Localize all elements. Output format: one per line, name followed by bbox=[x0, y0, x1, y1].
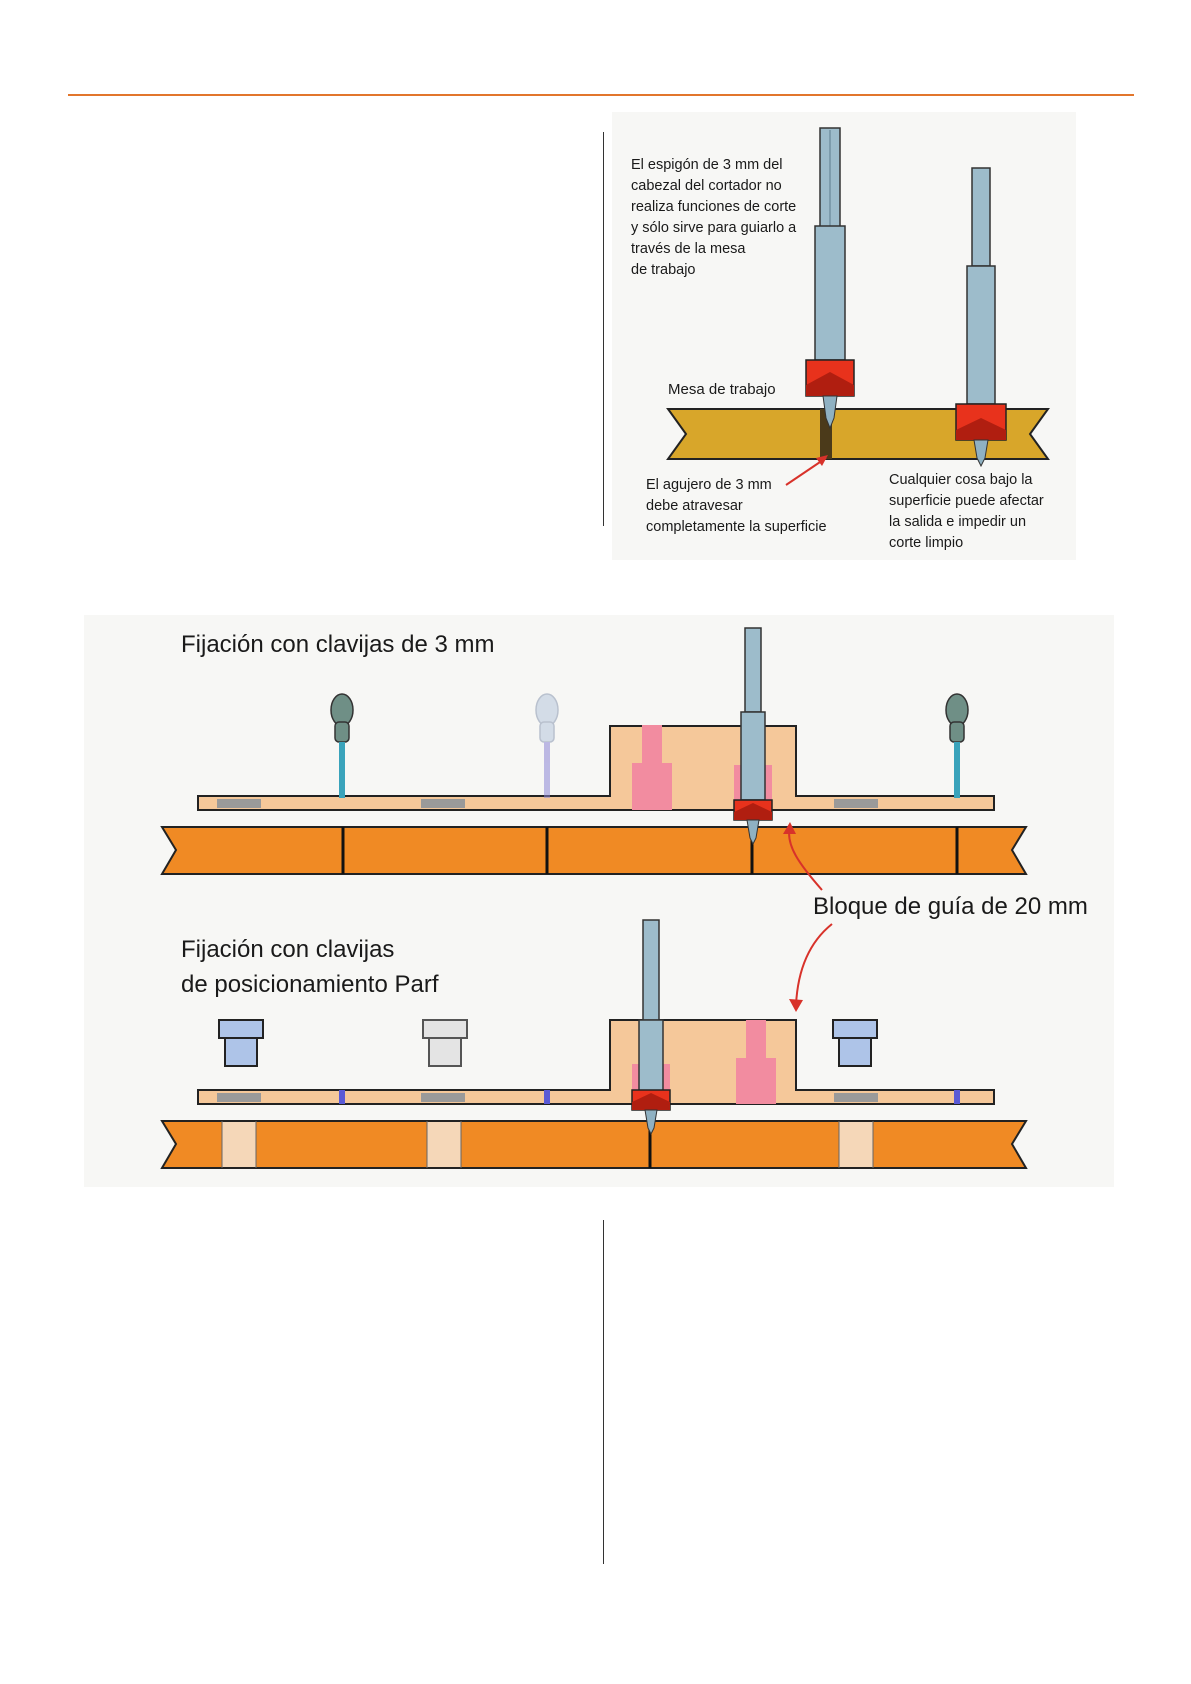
note-hole-line: debe atravesar bbox=[646, 498, 743, 514]
note-spigot-line: realiza funciones de corte bbox=[631, 199, 796, 215]
note-spigot-line: y sólo sirve para guiarlo a bbox=[631, 220, 797, 236]
parf-dog-a bbox=[218, 1019, 264, 1067]
title-pins: Fijación con clavijas de 3 mm bbox=[181, 631, 494, 658]
column-divider-bottom bbox=[603, 1220, 604, 1564]
workbench-board bbox=[666, 408, 1050, 460]
note-spigot: El espigón de 3 mm del cabezal del corta… bbox=[631, 157, 800, 278]
note-below-line: la salida e impedir un bbox=[889, 514, 1026, 530]
parf-dog-b bbox=[422, 1019, 468, 1067]
parf-dog-c bbox=[832, 1019, 878, 1067]
label-table: Mesa de trabajo bbox=[668, 381, 776, 398]
cutter-upper bbox=[733, 627, 773, 846]
pin-3mm-c bbox=[945, 693, 969, 798]
title-parf-line: de posicionamiento Parf bbox=[181, 971, 439, 998]
header-rule bbox=[68, 94, 1134, 96]
cutter-right bbox=[955, 167, 1007, 468]
note-below-line: superficie puede afectar bbox=[889, 493, 1044, 509]
note-below: Cualquier cosa bajo la superficie puede … bbox=[889, 472, 1048, 551]
arrow-to-hole bbox=[785, 457, 827, 486]
pin-3mm-a bbox=[330, 693, 354, 798]
note-spigot-line: cabezal del cortador no bbox=[631, 178, 782, 194]
cutter-left bbox=[805, 127, 855, 430]
note-hole: El agujero de 3 mm debe atravesar comple… bbox=[646, 477, 827, 535]
note-below-line: corte limpio bbox=[889, 535, 963, 551]
table-upper bbox=[160, 826, 1028, 875]
note-hole-line: completamente la superficie bbox=[646, 519, 827, 535]
title-parf: Fijación con clavijas de posicionamiento… bbox=[181, 936, 439, 998]
note-spigot-line: de trabajo bbox=[631, 262, 696, 278]
label-block: Bloque de guía de 20 mm bbox=[813, 893, 1088, 920]
note-hole-line: El agujero de 3 mm bbox=[646, 477, 772, 493]
arrow-to-block-lower bbox=[795, 923, 833, 1006]
column-divider-top bbox=[603, 132, 604, 526]
pin-3mm-b bbox=[535, 693, 559, 798]
note-spigot-line: través de la mesa bbox=[631, 241, 746, 257]
table-lower bbox=[160, 1120, 1028, 1169]
note-below-line: Cualquier cosa bajo la bbox=[889, 472, 1033, 488]
title-parf-line: Fijación con clavijas bbox=[181, 936, 394, 963]
note-spigot-line: El espigón de 3 mm del bbox=[631, 157, 783, 173]
cutter-lower bbox=[631, 919, 671, 1136]
